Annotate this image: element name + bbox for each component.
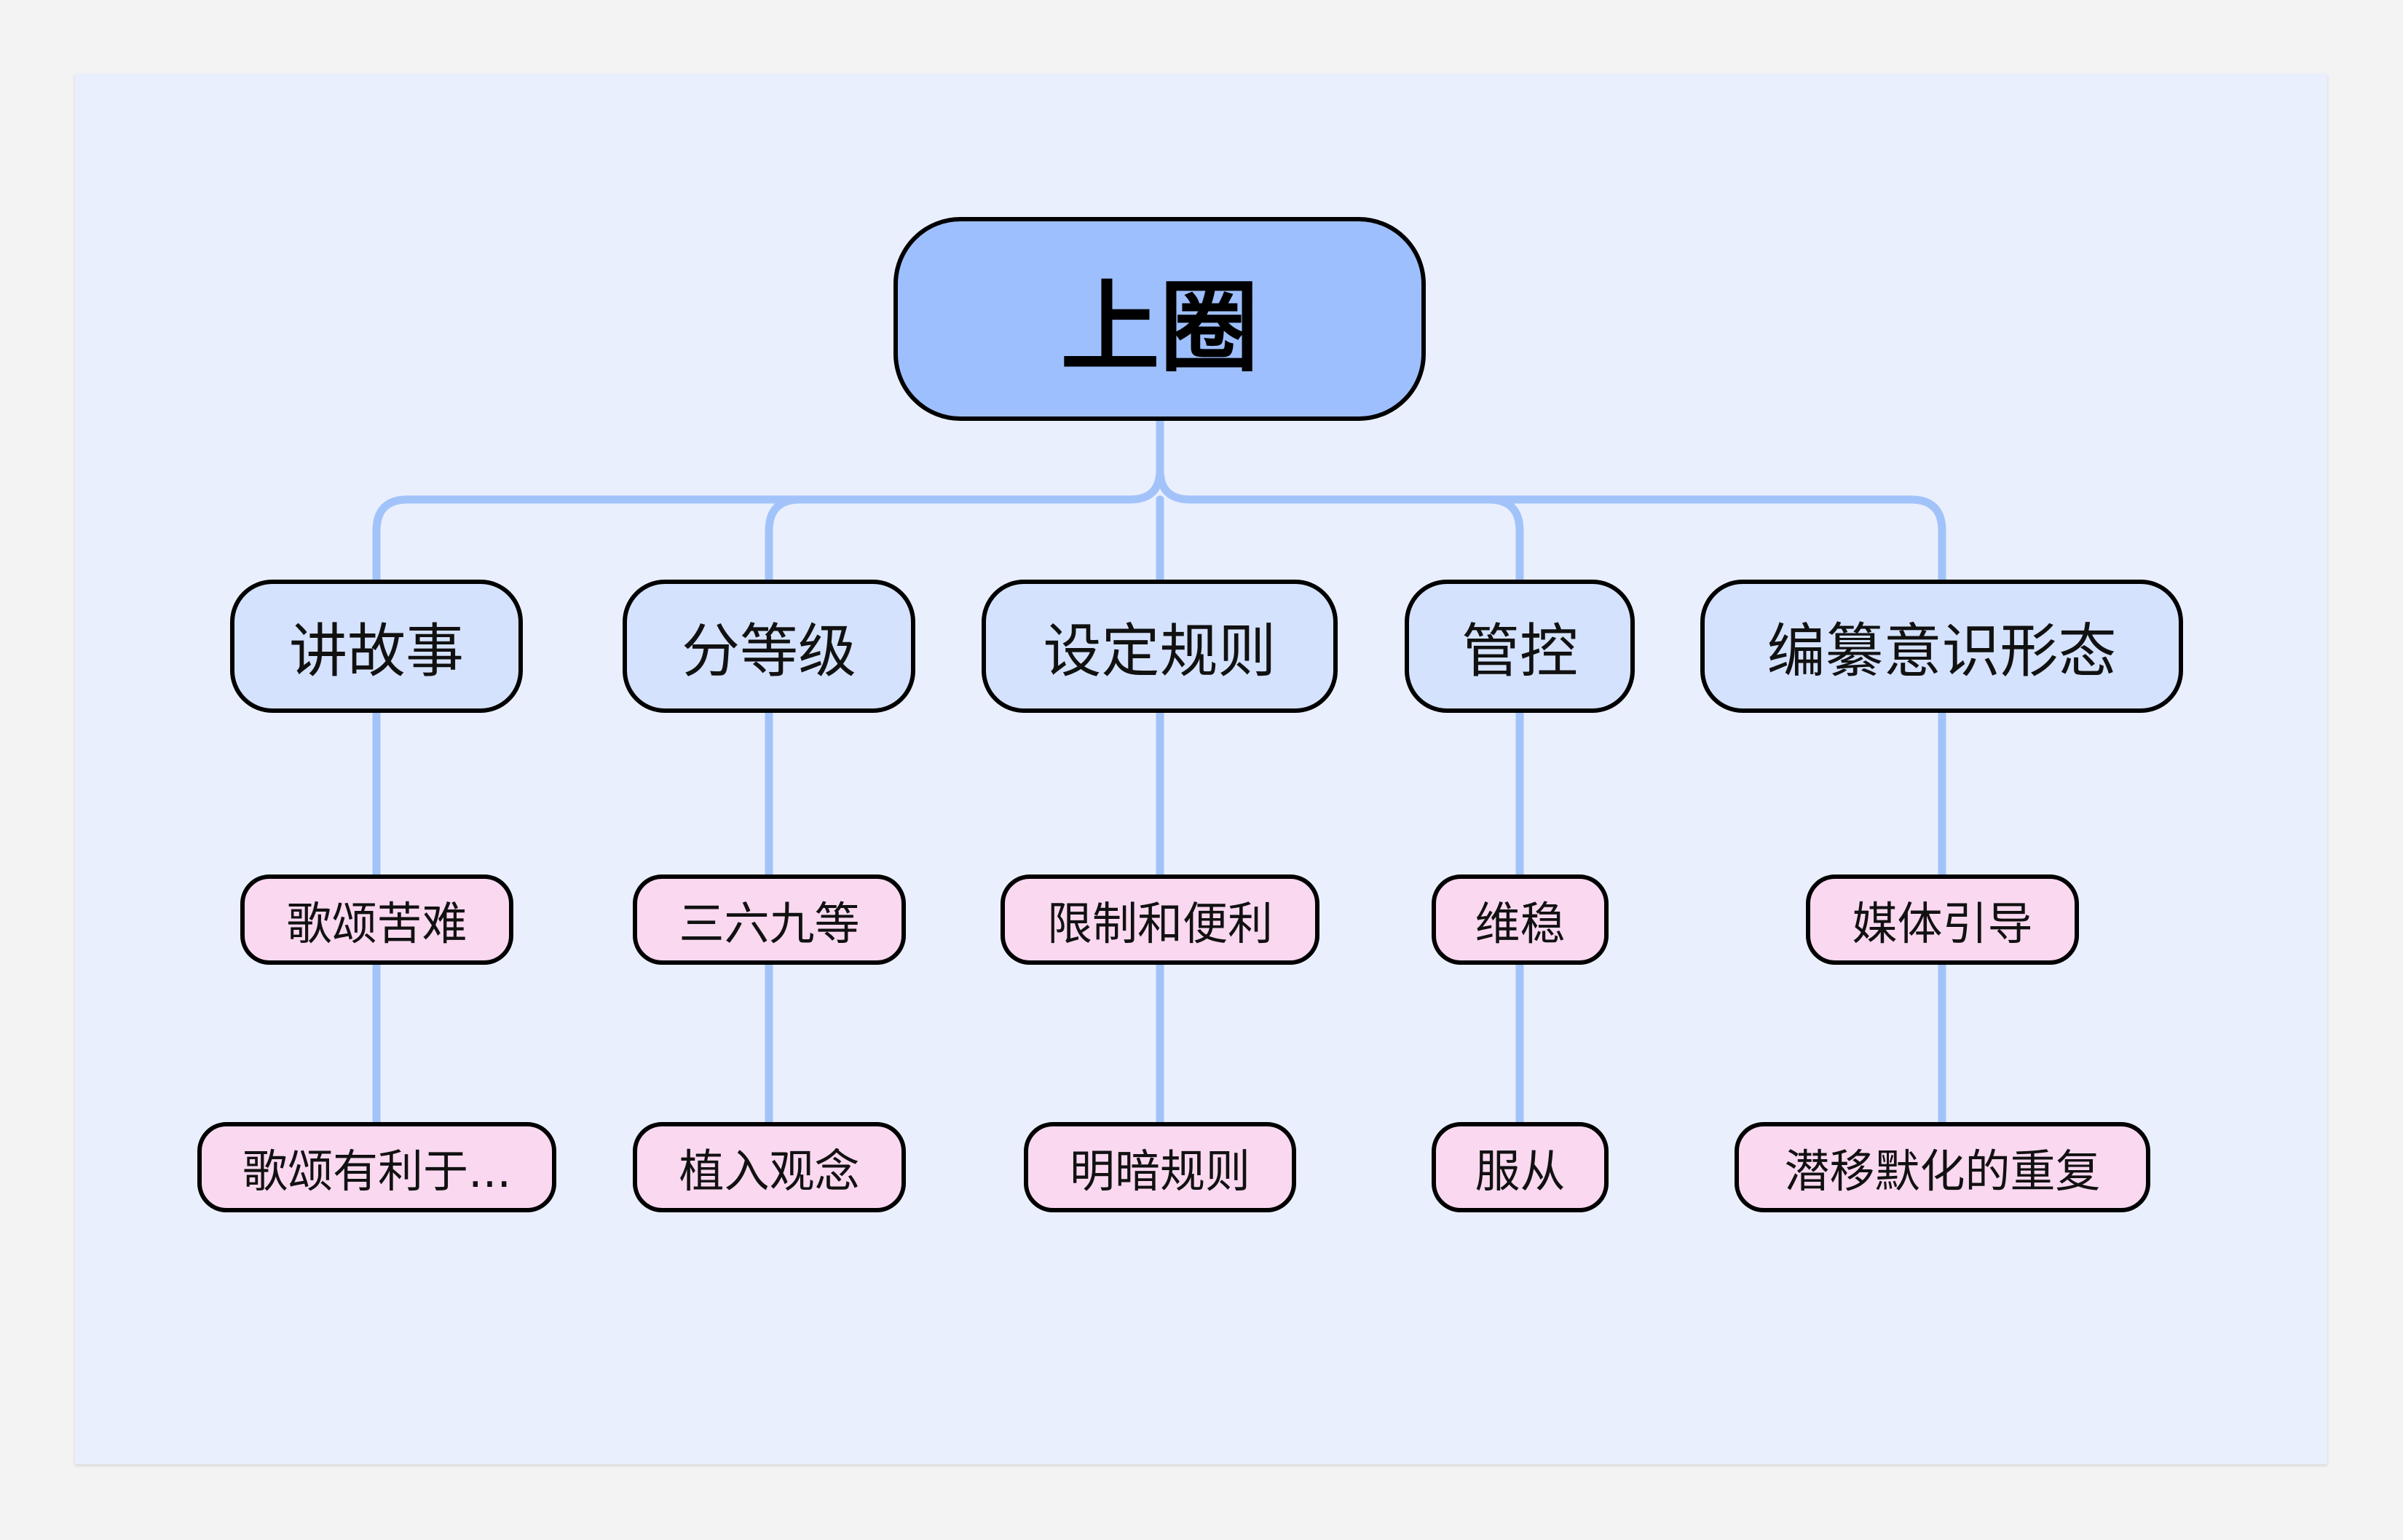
leaf-node-stability[interactable]: 维稳 [1432,874,1609,965]
leaf-node-explicit-implicit-rules[interactable]: 明暗规则 [1024,1122,1296,1212]
leaf-node-praise-hardship[interactable]: 歌颂苦难 [240,874,513,965]
branch-node-hierarchy[interactable]: 分等级 [623,580,915,713]
leaf-node-subtle-repetition[interactable]: 潜移默化的重复 [1735,1122,2150,1212]
root-node[interactable]: 上圈 [893,217,1426,421]
branch-node-control[interactable]: 管控 [1405,580,1635,713]
leaf-node-three-six-nine[interactable]: 三六九等 [633,874,906,965]
branch-node-set-rules[interactable]: 设定规则 [982,580,1338,713]
leaf-node-media-guidance[interactable]: 媒体引导 [1806,874,2079,965]
branch-node-ideology[interactable]: 编纂意识形态 [1700,580,2183,713]
leaf-node-praise-beneficial[interactable]: 歌颂有利于... [197,1122,556,1212]
branch-node-tell-stories[interactable]: 讲故事 [230,580,523,713]
leaf-node-implant-ideas[interactable]: 植入观念 [633,1122,906,1212]
leaf-node-obedience[interactable]: 服从 [1432,1122,1609,1212]
leaf-node-limits-and-conveniences[interactable]: 限制和便利 [1001,874,1319,965]
